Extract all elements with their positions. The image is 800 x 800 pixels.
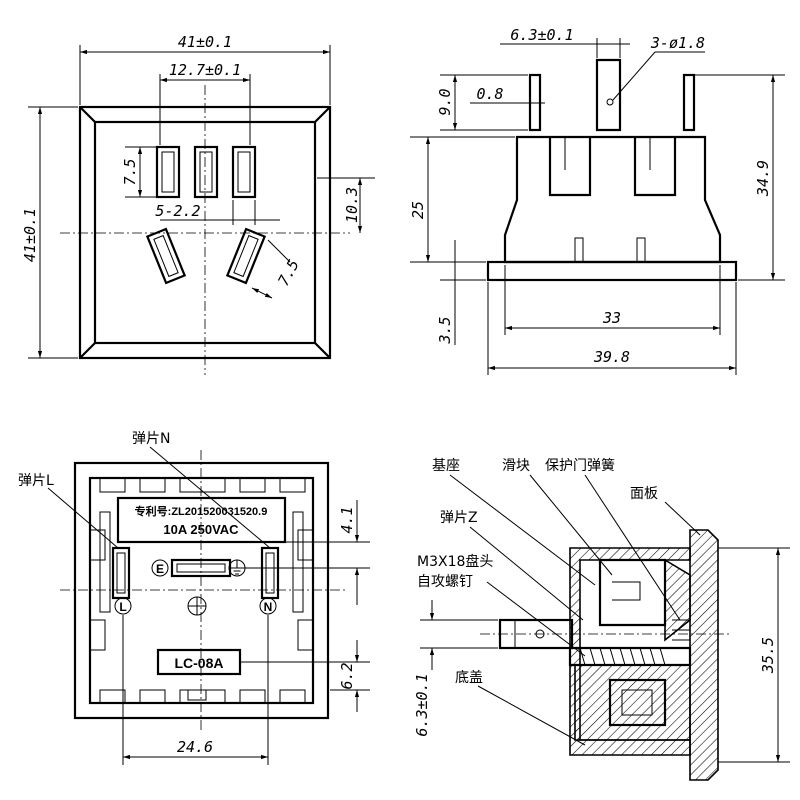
back-outer-frame xyxy=(73,461,330,720)
back-top-dim: 4.1 xyxy=(338,506,356,533)
back-bottom-dim: 6.2 xyxy=(338,662,356,689)
section-label-bottom-cover: 底盖 xyxy=(455,670,483,686)
back-terminal-l xyxy=(111,546,131,600)
side-pin-right xyxy=(682,73,696,132)
back-mark-n xyxy=(259,597,277,615)
svg-text:L: L xyxy=(119,600,126,614)
front-width-dim: 41±0.1 xyxy=(178,33,232,51)
side-pin-thickness-dim: 0.8 xyxy=(476,85,503,103)
side-flange-dim: 3.5 xyxy=(436,316,454,344)
section-bottom-cover xyxy=(574,664,691,741)
side-total-height-dim: 34.9 xyxy=(754,160,772,197)
front-angled-dim: 7.5 xyxy=(274,256,303,288)
section-label-slider: 滑块 xyxy=(502,457,530,474)
section-label-screw-2: 自攻螺钉 xyxy=(417,574,473,590)
section-tab-dim: 6.3±0.1 xyxy=(413,673,431,736)
section-screw xyxy=(568,646,692,667)
back-label-l: 弹片L xyxy=(18,473,54,489)
front-offset-dim: 10.3 xyxy=(343,187,361,223)
back-mark-e xyxy=(151,559,169,577)
side-outer-width-dim: 39.8 xyxy=(593,348,630,366)
back-terminal-n xyxy=(260,546,280,600)
section-label-door-spring: 保护门弹簧 xyxy=(545,458,615,474)
front-slot xyxy=(193,145,219,199)
back-mark-l xyxy=(114,597,132,615)
back-label-plate xyxy=(116,496,287,544)
side-hole-dim: 3-ø1.8 xyxy=(650,34,705,52)
back-view: 专利号:ZL201520031520.9 10A 250VAC E L N LC… xyxy=(18,431,370,765)
section-label-screw-1: M3X18盘头 xyxy=(417,553,493,570)
side-inner-width-dim: 33 xyxy=(602,309,621,327)
svg-text:E: E xyxy=(156,562,164,576)
front-angled-slot-right xyxy=(225,227,267,285)
side-view: 6.3±0.1 3-ø1.8 9.0 0.8 25 34.9 3.5 33 39… xyxy=(409,26,785,375)
front-slot xyxy=(155,145,181,199)
back-width-dim: 24.6 xyxy=(177,738,213,756)
section-slider xyxy=(598,558,667,627)
section-panel xyxy=(689,529,719,781)
back-model-text: LC-08A xyxy=(174,655,223,671)
side-body xyxy=(503,135,722,264)
front-angled-slot-left xyxy=(145,227,187,285)
side-body-height-dim: 25 xyxy=(409,201,427,219)
front-slot xyxy=(231,145,257,199)
front-height-dim: 41±0.1 xyxy=(21,208,39,262)
side-earth-tab xyxy=(595,58,622,132)
front-slot-gap-dim: 5-2.2 xyxy=(155,202,200,220)
svg-text:N: N xyxy=(264,600,273,614)
front-slot-length-dim: 7.5 xyxy=(121,158,139,185)
front-view: 41±0.1 12.7±0.1 41±0.1 7.5 5-2.2 10.3 7.… xyxy=(21,33,375,375)
side-pin-height-dim: 9.0 xyxy=(436,88,454,115)
section-label-spring-z: 弹片Z xyxy=(440,510,478,526)
back-inner-frame xyxy=(88,476,315,705)
section-view: 基座 滑块 保护门弹簧 面板 弹片Z M3X18盘头 自攻螺钉 底盖 35.5 … xyxy=(413,457,790,781)
section-height-dim: 35.5 xyxy=(759,637,777,674)
back-label-n: 弹片N xyxy=(132,431,170,447)
front-slot-pitch-dim: 12.7±0.1 xyxy=(169,61,241,79)
side-flange xyxy=(486,260,738,282)
section-label-panel: 面板 xyxy=(630,486,658,502)
section-label-base: 基座 xyxy=(432,457,460,474)
side-tab-dim: 6.3±0.1 xyxy=(510,26,573,44)
